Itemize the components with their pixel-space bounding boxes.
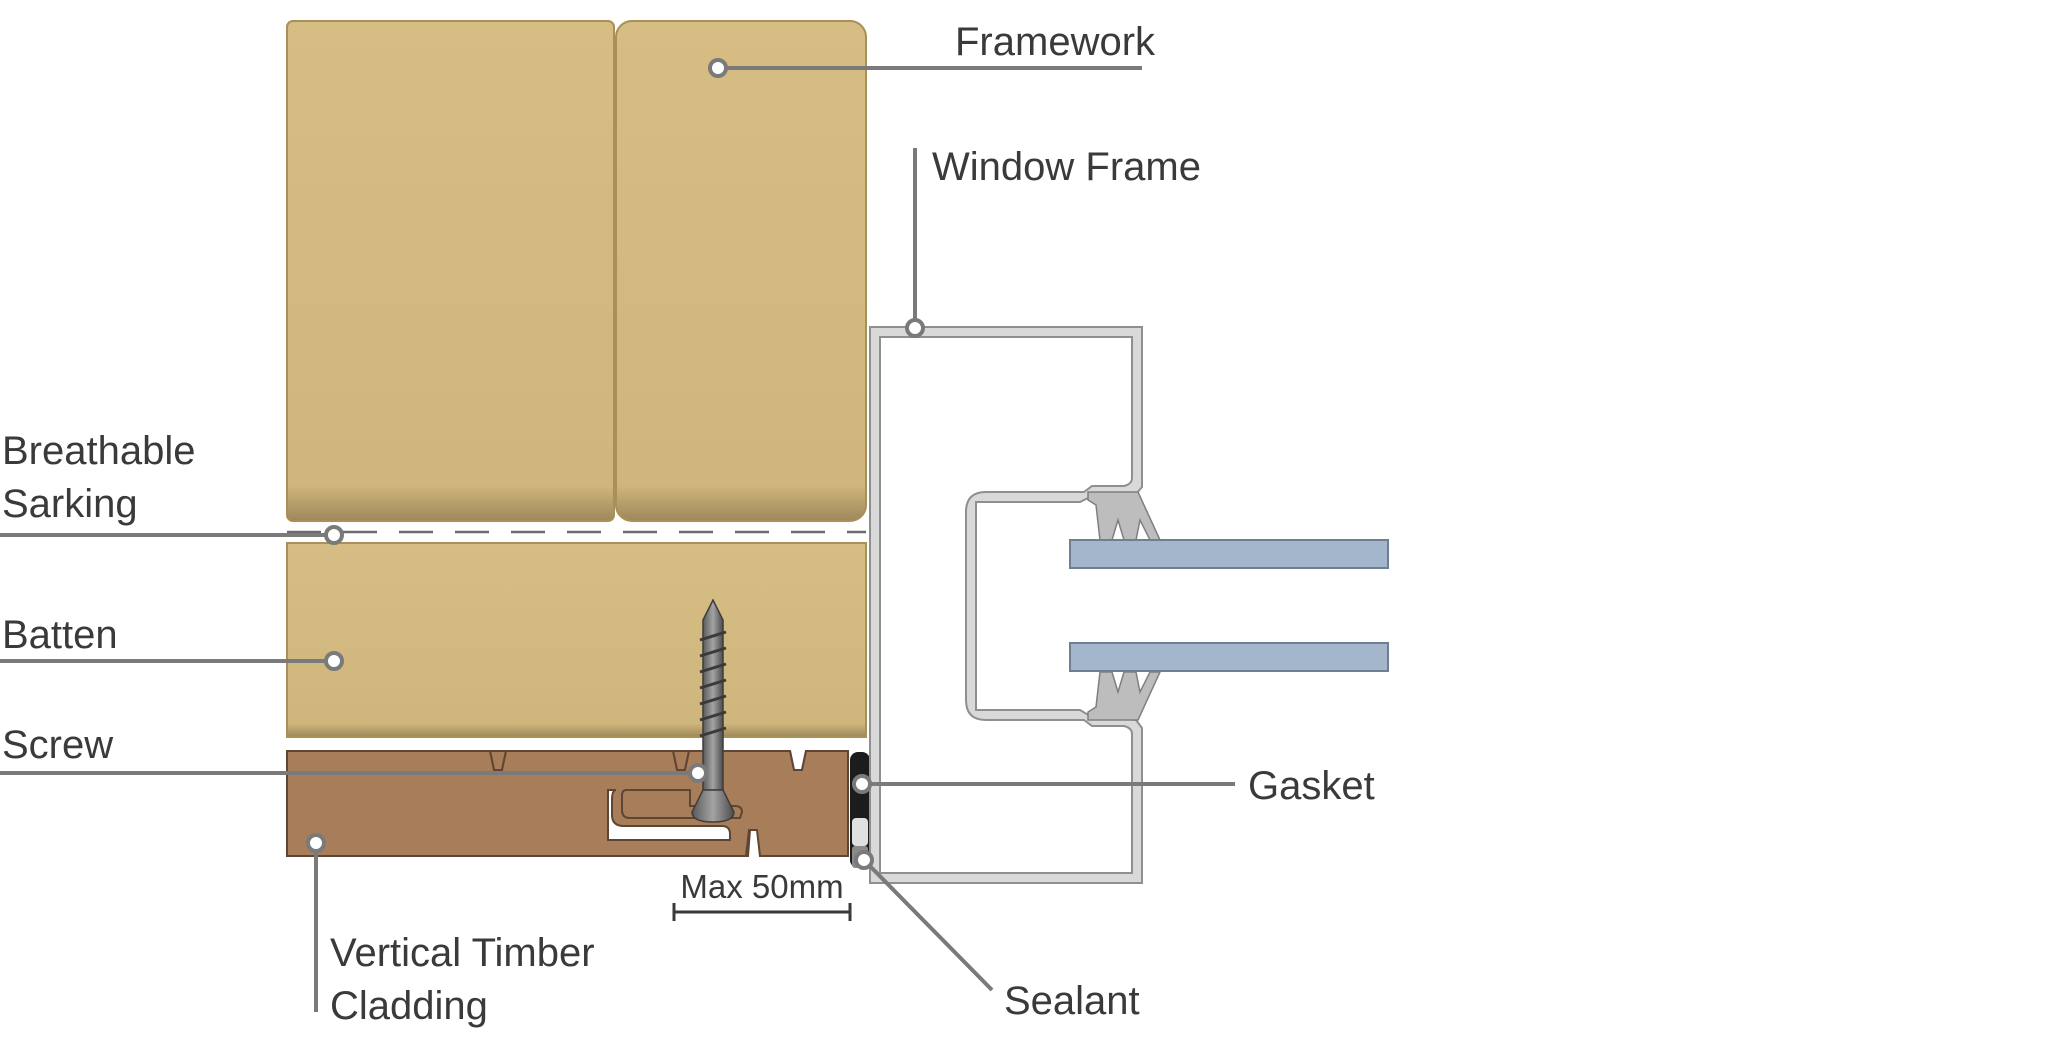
framework-label: Framework [955,20,1156,64]
vertical-timber-cladding-label-line2: Cladding [330,984,488,1028]
dimension-max-50mm: Max 50mm [672,868,852,921]
callout-vertical-timber-cladding: Vertical Timber Cladding [306,833,595,1028]
callout-window-frame: Window Frame [905,145,1201,338]
breathable-sarking-label-line2: Sarking [2,482,138,526]
screw-label: Screw [2,723,113,767]
callout-breathable-sarking: Breathable Sarking [0,429,344,545]
batten-marker [324,651,344,671]
cladding-body [286,750,849,857]
vertical-timber-cladding-label-line1: Vertical Timber [330,931,595,975]
framework-block-left [286,20,615,522]
window-frame-label: Window Frame [932,145,1201,189]
sealant-marker [854,850,874,870]
callout-framework: Framework [708,20,1156,78]
framework-block-right [615,20,867,522]
cladding-rebate-groove [607,789,731,841]
breathable-sarking-label-line1: Breathable [2,429,195,473]
batten-label: Batten [2,613,118,657]
framework-marker [708,58,728,78]
glazing-gaskets [1087,491,1162,721]
callout-screw: Screw [0,723,708,783]
screw-marker [688,763,708,783]
screw [691,598,735,823]
callout-gasket: Gasket [852,764,1375,808]
breathable-sarking-marker [324,525,344,545]
window-frame [869,326,1143,884]
callout-batten: Batten [0,613,344,671]
framework-timber [286,20,867,522]
dimension-label: Max 50mm [680,868,843,905]
gasket-label: Gasket [1248,764,1375,808]
window-frame-marker [905,318,925,338]
glass-pane-top [1069,539,1389,569]
batten [286,542,867,738]
vertical-timber-cladding-marker [306,833,326,853]
glass-pane-bottom [1069,642,1389,672]
sealant-label: Sealant [1004,979,1140,1023]
callout-sealant: Sealant [854,850,1140,1023]
gasket-marker [852,774,872,794]
